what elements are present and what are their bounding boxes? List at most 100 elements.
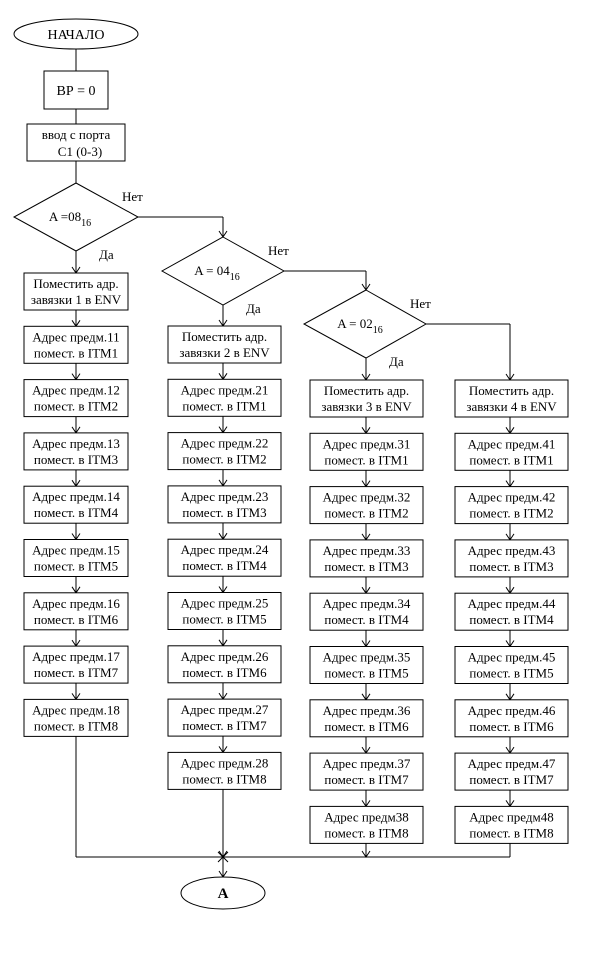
process-rect [309, 486, 424, 525]
process-line1: Адрес предм.17 [32, 649, 120, 664]
init-box: ВР = 0 [43, 70, 109, 110]
process-rect [454, 592, 569, 631]
start-label: НАЧАЛО [48, 28, 105, 43]
process-line2: помест. в ITM1 [324, 452, 408, 467]
process-line1: Адрес предм.46 [468, 703, 556, 718]
process-line1: Поместить адр. [324, 383, 409, 398]
process-rect [23, 379, 129, 418]
process-line2: помест. в ITM2 [469, 506, 553, 521]
process-rect [167, 432, 282, 471]
process-rect [23, 272, 129, 311]
process-rect [454, 379, 569, 418]
decision-1: A =0816 [12, 182, 140, 252]
input-label-line2: С1 (0-3) [58, 144, 102, 159]
process-line2: помест. в ITM5 [182, 612, 266, 627]
process-rect [167, 751, 282, 790]
process-line2: помест. в ITM6 [182, 665, 267, 680]
process-line2: помест. в ITM7 [182, 718, 267, 733]
process-box: Поместить адр.завязки 3 в ENV [309, 379, 424, 418]
process-line1: Адрес предм.12 [32, 383, 120, 398]
process-line2: завязки 3 в ENV [321, 399, 412, 414]
process-rect [454, 805, 569, 844]
process-rect [309, 752, 424, 791]
process-line1: Адрес предм.18 [32, 702, 120, 717]
process-line2: помест. в ITM8 [182, 771, 266, 786]
process-line1: Поместить адр. [33, 276, 118, 291]
yes-label: Да [246, 301, 261, 316]
input-box: ввод с порта С1 (0-3) [26, 123, 126, 162]
process-line1: Адрес предм.35 [323, 650, 411, 665]
process-line2: помест. в ITM2 [324, 506, 408, 521]
process-rect [23, 539, 129, 577]
process-rect [167, 538, 282, 577]
process-line2: помест. в ITM4 [182, 558, 267, 573]
process-rect [309, 432, 424, 471]
end-label: А [218, 886, 229, 902]
process-line1: Адрес предм.47 [468, 756, 556, 771]
process-line1: Адрес предм.25 [181, 596, 269, 611]
process-line2: помест. в ITM8 [34, 718, 118, 733]
merge-connectors [75, 736, 511, 878]
process-rect [454, 646, 569, 684]
process-line1: Адрес предм.23 [181, 489, 269, 504]
process-line2: помест. в ITM7 [34, 665, 119, 680]
process-line2: помест. в ITM4 [324, 612, 409, 627]
junction-mark [217, 851, 229, 863]
process-rect [23, 432, 129, 471]
process-rect [454, 432, 569, 471]
condition-label: A = 0416 [194, 263, 240, 283]
process-rect [454, 539, 569, 578]
process-line1: Адрес предм.31 [323, 436, 411, 451]
process-line2: помест. в ITM2 [34, 399, 118, 414]
process-line1: Адрес предм.37 [323, 756, 411, 771]
process-line2: помест. в ITM6 [324, 719, 409, 734]
process-rect [454, 486, 569, 525]
process-line1: Поместить адр. [469, 383, 554, 398]
process-box: Поместить адр.завязки 4 в ENV [454, 379, 569, 418]
process-line1: Адрес предм.15 [32, 543, 120, 558]
yes-label: Да [99, 247, 114, 262]
process-line1: Поместить адр. [182, 329, 267, 344]
process-line1: Адрес предм38 [324, 809, 409, 824]
process-line2: помест. в ITM5 [324, 666, 408, 681]
process-line1: Адрес предм.45 [468, 650, 556, 665]
process-line1: Адрес предм.24 [181, 542, 269, 557]
no-label: Нет [410, 296, 431, 311]
process-box: Поместить адр.завязки 2 в ENV [167, 325, 282, 364]
input-label-line1: ввод с порта [42, 127, 111, 142]
process-rect [167, 485, 282, 524]
process-line2: помест. в ITM6 [34, 612, 119, 627]
process-rect [167, 645, 282, 684]
process-line2: помест. в ITM3 [34, 452, 118, 467]
branch-4: Поместить адр.завязки 4 в ENV Адрес предм… [454, 379, 569, 844]
process-line2: помест. в ITM6 [469, 719, 554, 734]
process-line2: помест. в ITM1 [34, 345, 118, 360]
process-line2: помест. в ITM5 [469, 666, 553, 681]
process-line1: Адрес предм.34 [323, 596, 411, 611]
process-line1: Адрес предм.42 [468, 490, 556, 505]
decision-2: A = 0416 [160, 236, 286, 306]
yes-label: Да [389, 354, 404, 369]
process-line2: помест. в ITM7 [469, 772, 554, 787]
process-line1: Адрес предм.16 [32, 596, 120, 611]
